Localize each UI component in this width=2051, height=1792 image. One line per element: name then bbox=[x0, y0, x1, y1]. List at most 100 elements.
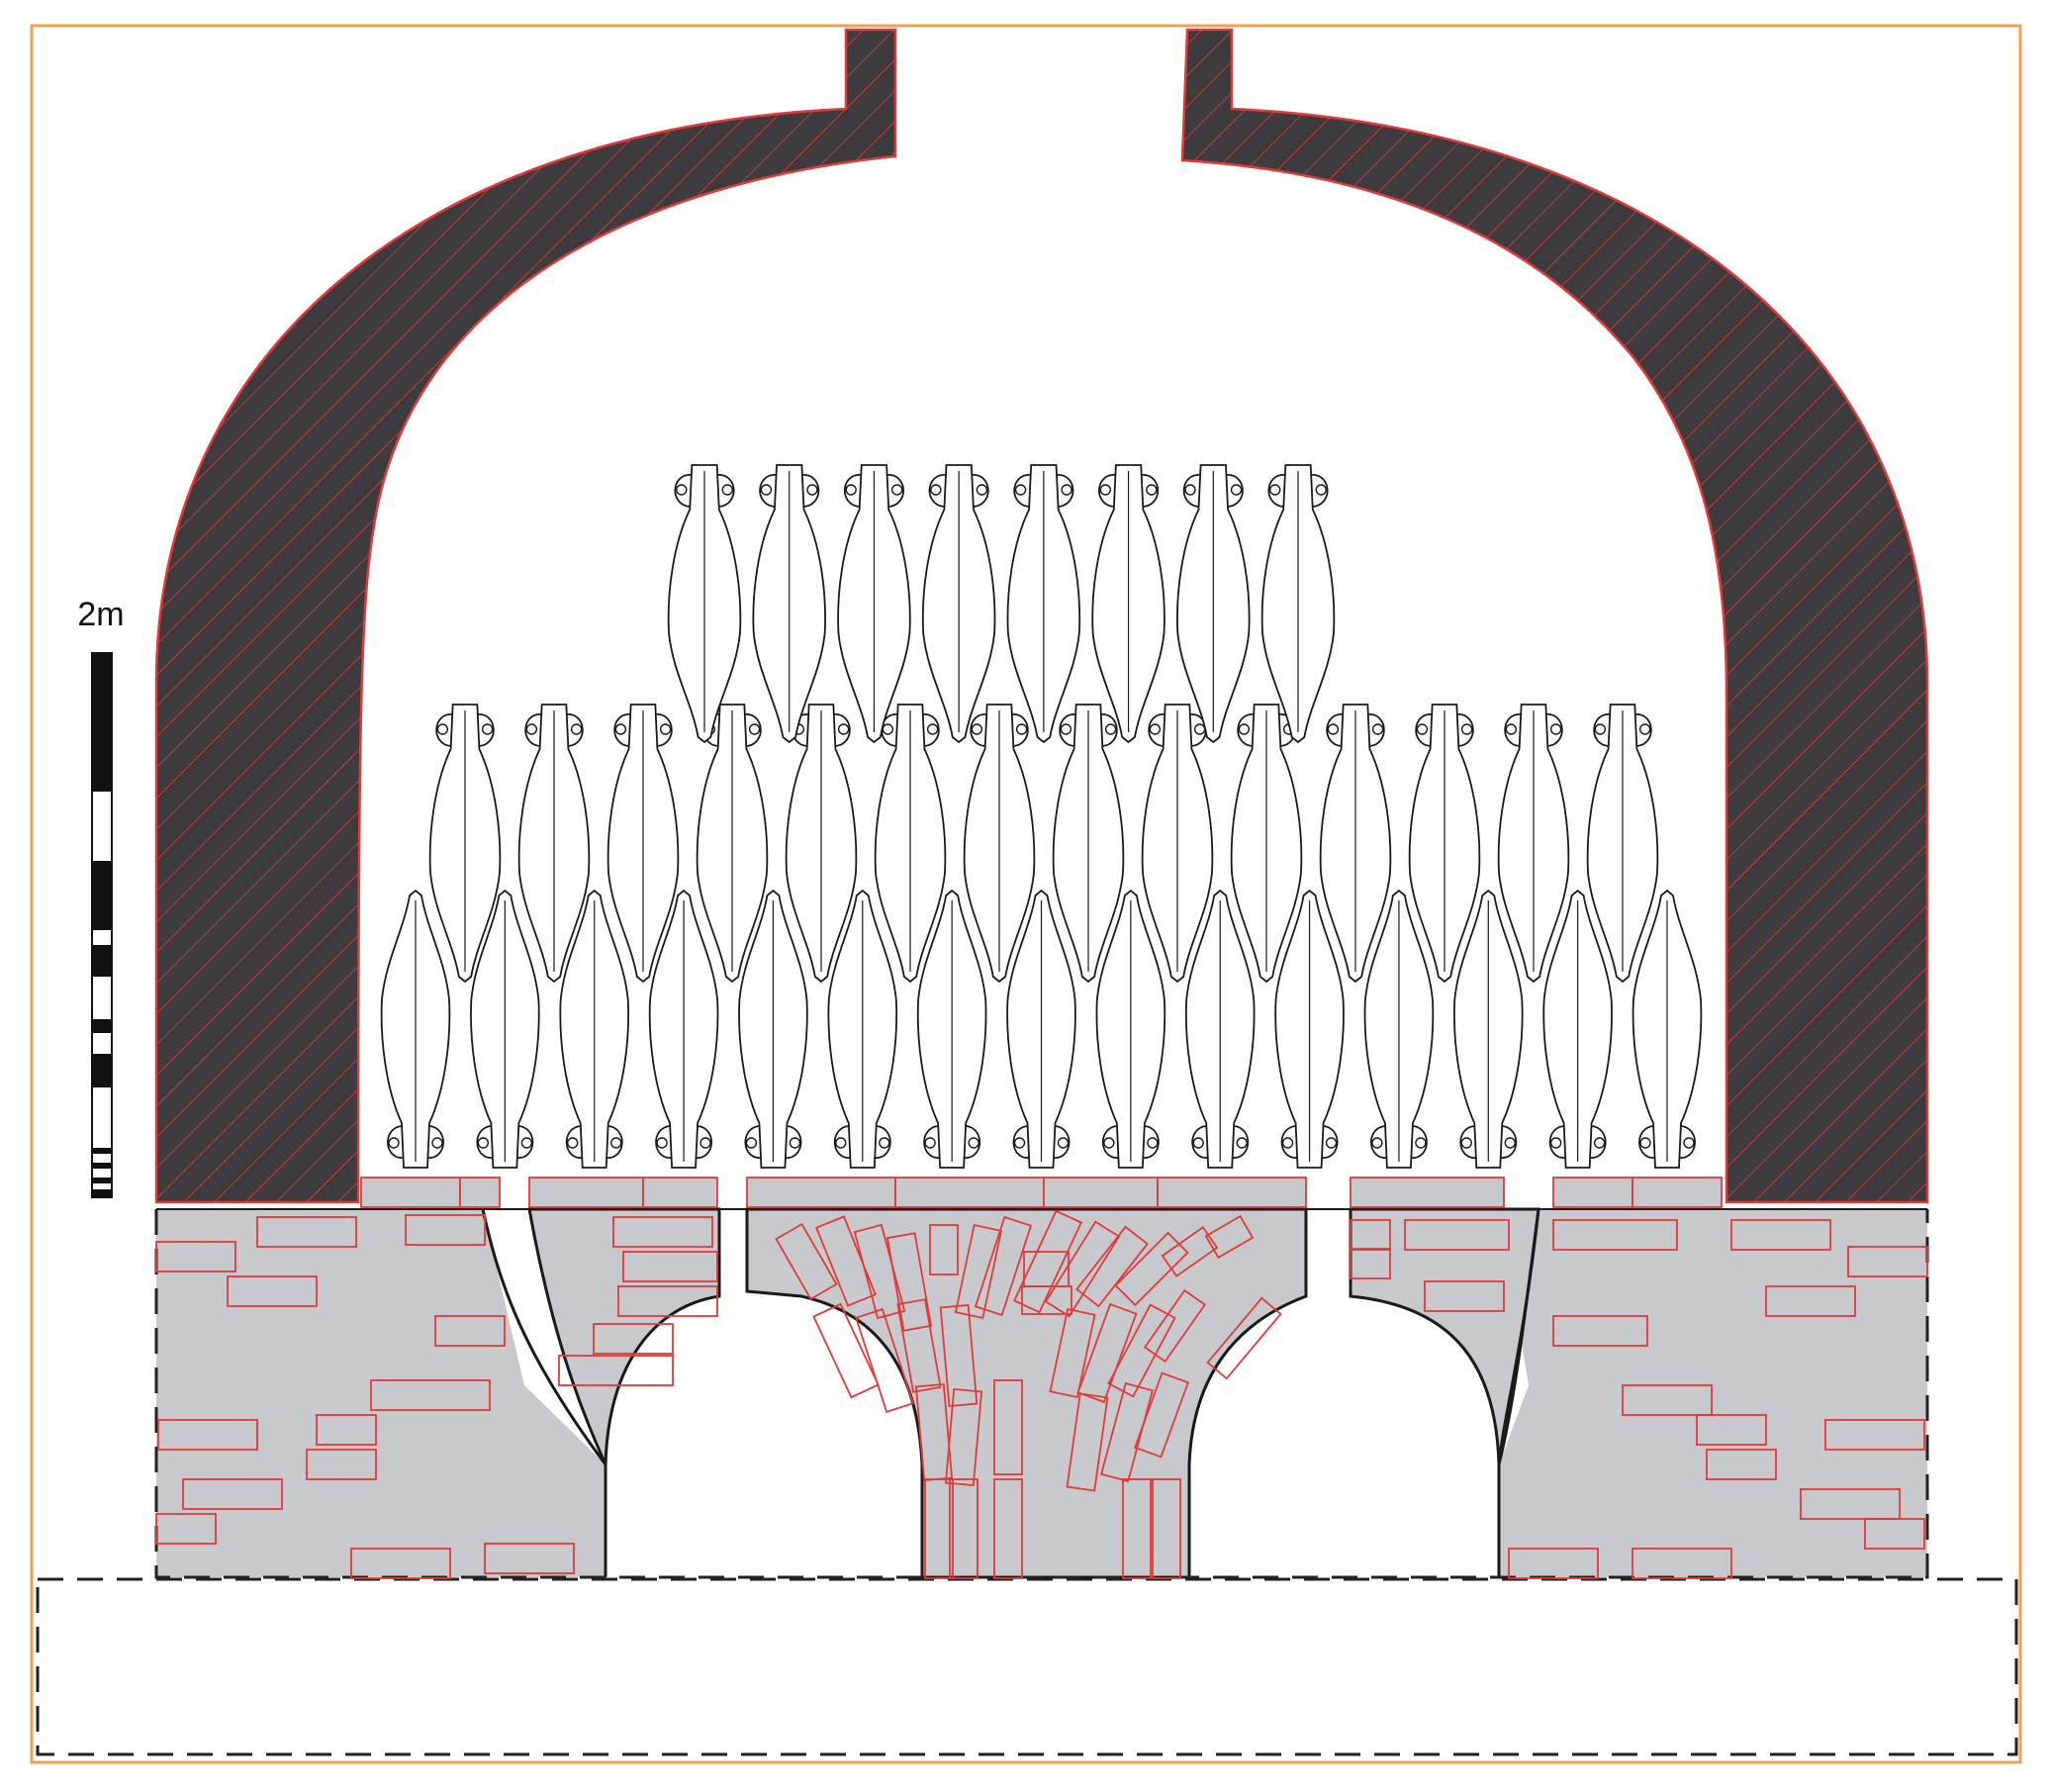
amphora bbox=[921, 464, 996, 744]
brick bbox=[993, 1379, 1023, 1475]
brick bbox=[642, 1177, 718, 1208]
right-arch-pier bbox=[1349, 1207, 1540, 1465]
brick bbox=[1552, 1315, 1648, 1347]
brick bbox=[182, 1478, 283, 1510]
brick bbox=[949, 1478, 979, 1579]
amphora bbox=[1453, 889, 1524, 1169]
amphora bbox=[380, 889, 451, 1169]
amphora bbox=[428, 704, 502, 984]
brick bbox=[1508, 1548, 1599, 1579]
brick bbox=[459, 1177, 501, 1208]
amphora bbox=[470, 889, 540, 1169]
amphora bbox=[1497, 704, 1570, 984]
brick bbox=[1552, 1177, 1633, 1208]
brick bbox=[484, 1543, 575, 1574]
amphora bbox=[1141, 704, 1214, 984]
brick bbox=[894, 1177, 1045, 1208]
scale-label: 2m bbox=[77, 596, 124, 633]
firing-chamber-substructure bbox=[154, 1207, 1929, 1579]
amphora bbox=[752, 464, 826, 744]
brick bbox=[1404, 1219, 1510, 1251]
brick bbox=[360, 1177, 461, 1208]
brick bbox=[775, 1222, 838, 1301]
amphora bbox=[648, 889, 719, 1169]
substructure-bricks bbox=[155, 1209, 1928, 1579]
brick bbox=[316, 1414, 377, 1446]
amphora bbox=[1631, 889, 1703, 1169]
brick bbox=[924, 1478, 954, 1579]
brick bbox=[1161, 1226, 1219, 1277]
brick bbox=[1076, 1302, 1138, 1404]
amphora bbox=[963, 704, 1036, 984]
amphora bbox=[1184, 889, 1256, 1169]
dome-right-wall bbox=[1180, 28, 1929, 1204]
brick bbox=[1204, 1214, 1255, 1260]
brick bbox=[1044, 1220, 1121, 1318]
brick bbox=[896, 1298, 942, 1393]
brick bbox=[1012, 1209, 1083, 1314]
amphora bbox=[1006, 464, 1081, 744]
brick bbox=[1631, 1548, 1732, 1579]
amphora bbox=[667, 464, 742, 744]
brick bbox=[1049, 1307, 1096, 1399]
brick bbox=[1114, 1231, 1189, 1307]
brick bbox=[929, 1224, 959, 1275]
brick bbox=[622, 1251, 718, 1282]
amphora bbox=[1091, 464, 1165, 744]
amphora bbox=[1260, 464, 1336, 744]
brick bbox=[1107, 1303, 1176, 1398]
brick bbox=[1765, 1285, 1856, 1317]
brick bbox=[1066, 1392, 1109, 1492]
brick bbox=[993, 1478, 1023, 1579]
brick bbox=[1206, 1296, 1282, 1380]
brick bbox=[944, 1387, 983, 1487]
amphora bbox=[916, 889, 987, 1169]
brick bbox=[306, 1449, 377, 1480]
brick bbox=[350, 1548, 451, 1579]
brick bbox=[1622, 1384, 1713, 1416]
brick bbox=[370, 1379, 491, 1411]
brick bbox=[1152, 1478, 1181, 1579]
frame-border bbox=[30, 24, 2022, 1764]
floor-brick-course bbox=[360, 1177, 1723, 1208]
brick bbox=[1824, 1419, 1925, 1451]
kiln-dome bbox=[154, 28, 1929, 1204]
brick bbox=[1864, 1518, 1925, 1550]
brick bbox=[1350, 1248, 1391, 1279]
amphora bbox=[1052, 704, 1125, 984]
amphora bbox=[1586, 704, 1659, 984]
brick bbox=[974, 1215, 1033, 1317]
brick bbox=[256, 1216, 357, 1248]
brick bbox=[1100, 1381, 1154, 1483]
brick bbox=[227, 1275, 318, 1307]
amphora bbox=[785, 704, 858, 984]
brick bbox=[434, 1315, 506, 1347]
brick bbox=[1122, 1478, 1152, 1579]
amphora bbox=[827, 889, 898, 1169]
brick bbox=[939, 1303, 979, 1408]
brick bbox=[886, 1232, 933, 1332]
brick bbox=[1350, 1177, 1505, 1208]
scale-bar: 2m bbox=[77, 596, 125, 1198]
amphora bbox=[1363, 889, 1435, 1169]
amphora bbox=[1230, 704, 1303, 984]
brick bbox=[612, 1216, 713, 1248]
brick bbox=[157, 1419, 258, 1451]
brick bbox=[1350, 1219, 1391, 1251]
brick bbox=[855, 1307, 914, 1414]
brick bbox=[528, 1177, 644, 1208]
brick bbox=[1043, 1177, 1159, 1208]
amphora bbox=[1274, 889, 1345, 1169]
amphora bbox=[1176, 464, 1251, 744]
brick bbox=[1157, 1177, 1307, 1208]
brick bbox=[1706, 1449, 1777, 1480]
brick bbox=[1631, 1177, 1723, 1208]
brick bbox=[1847, 1246, 1928, 1277]
amphora-load bbox=[380, 464, 1703, 1169]
brick bbox=[812, 1302, 880, 1399]
amphora bbox=[1095, 889, 1166, 1169]
ground-level-outline bbox=[36, 1577, 2018, 1756]
brick bbox=[1143, 1288, 1207, 1364]
brick bbox=[1134, 1371, 1189, 1459]
